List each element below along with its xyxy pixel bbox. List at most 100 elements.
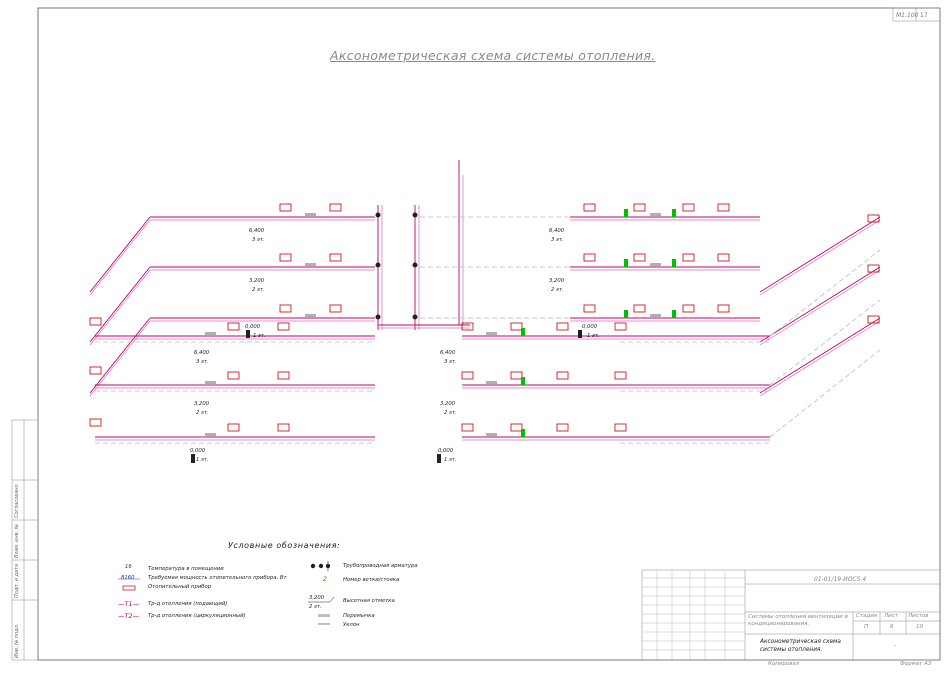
- stamp-drawing-name: Аксонометрическая схема системы отоплени…: [760, 639, 841, 653]
- radiator: [633, 203, 646, 212]
- radiator: [867, 214, 880, 223]
- radiator: [89, 366, 102, 375]
- legend-elev-sample: 3,200: [309, 595, 325, 601]
- floor-label: 1 эт.: [196, 457, 209, 463]
- side-stamp: [11, 419, 39, 661]
- elev-marker: [246, 330, 250, 338]
- elev-label: 3,200: [549, 278, 565, 284]
- radiator: [510, 371, 523, 380]
- valve-icon: [375, 314, 381, 320]
- slope-mark: [486, 332, 497, 335]
- floor-label: 1 эт.: [253, 333, 266, 339]
- radiator: [227, 423, 240, 432]
- scale-box: [892, 7, 941, 22]
- valve-icon: [412, 212, 418, 218]
- diag-pipe-return: [759, 320, 881, 397]
- slope-mark: [205, 332, 216, 335]
- legend-riser: Номер ветки/стояка: [343, 577, 400, 583]
- diag-pipe-return: [759, 269, 881, 346]
- radiator: [717, 304, 730, 313]
- radiator: [614, 322, 627, 331]
- slope-mark: [305, 263, 316, 266]
- radiator: [583, 304, 596, 313]
- legend-temp-sample: 16: [125, 564, 132, 570]
- diag-pipe-return: [759, 219, 881, 296]
- radiator: [682, 203, 695, 212]
- elev-label: 3,200: [194, 401, 210, 407]
- radiator: [717, 203, 730, 212]
- floor-label: 2 эт.: [196, 410, 209, 416]
- valve-icon: [412, 314, 418, 320]
- side-stamp-inv: Инв. № подл.: [14, 623, 20, 659]
- radiator: [867, 315, 880, 324]
- radiator: [717, 253, 730, 262]
- legend-device: Отопительный прибор: [148, 584, 212, 590]
- sheet-number: 17: [920, 12, 928, 19]
- radiator: [227, 371, 240, 380]
- hidden-pipe: [769, 299, 881, 386]
- stamp-sheet: 6: [890, 624, 894, 630]
- slope-mark: [305, 314, 316, 317]
- branch-node: [521, 377, 525, 385]
- stamp-stage: П: [864, 624, 869, 630]
- heating-schematic: [89, 160, 881, 463]
- side-stamp-sign: Подп. и дата: [14, 563, 20, 598]
- elev-label: 0,000: [438, 448, 454, 454]
- radiator: [614, 423, 627, 432]
- elev-label: 0,000: [582, 324, 598, 330]
- floor-label: 3 эт.: [444, 359, 457, 365]
- slope-mark: [305, 213, 316, 216]
- floor-label: 3 эт.: [252, 237, 265, 243]
- valve-icon: [375, 212, 381, 218]
- scale-label: М1:100: [896, 12, 919, 19]
- branch-node: [624, 209, 628, 217]
- legend-symbols: [118, 561, 335, 625]
- elev-label: 0,000: [245, 324, 261, 330]
- floor-label: 3 эт.: [551, 237, 564, 243]
- stamp-copied: Копировал: [768, 661, 800, 667]
- side-stamp-replace: Взам. инв. №: [14, 524, 20, 558]
- side-stamp-agreed: Согласовано: [14, 484, 20, 518]
- diag-pipe-return: [89, 320, 151, 397]
- stamp-sheet-header: Лист: [884, 613, 898, 619]
- stamp-stage-header: Стадия: [856, 613, 878, 619]
- radiator: [461, 322, 474, 331]
- slope-mark: [650, 314, 661, 317]
- radiator: [867, 264, 880, 273]
- title-block-grid: [642, 570, 745, 660]
- legend-power-sample: 8160: [121, 575, 135, 581]
- radiator: [583, 203, 596, 212]
- radiator: [556, 423, 569, 432]
- valve-icon: [310, 561, 331, 571]
- legend-riser-sample: 2: [323, 576, 327, 583]
- floor-label: 3 эт.: [196, 359, 209, 365]
- diag-pipe: [759, 317, 881, 394]
- elev-label: 6,400: [440, 350, 456, 356]
- branch-node: [521, 429, 525, 437]
- radiator: [279, 304, 292, 313]
- valve-icon: [412, 262, 418, 268]
- radiator: [329, 253, 342, 262]
- legend-elev-floor: 2 эт.: [309, 604, 322, 610]
- floor-label: 2 эт.: [444, 410, 457, 416]
- diag-pipe: [89, 216, 151, 293]
- stamp-dash: -: [894, 643, 896, 649]
- legend-valves: Трубопроводная арматура: [343, 563, 418, 569]
- diag-pipe-return: [89, 219, 151, 296]
- branch-node: [672, 310, 676, 318]
- radiator: [510, 423, 523, 432]
- radiator: [227, 322, 240, 331]
- radiator: [633, 304, 646, 313]
- floor-label: 2 эт.: [551, 287, 564, 293]
- radiator: [556, 322, 569, 331]
- sheet-frame: [37, 7, 941, 661]
- radiator: [461, 371, 474, 380]
- elev-marker: [437, 454, 441, 463]
- branch-node: [521, 328, 525, 336]
- slope-mark: [486, 381, 497, 384]
- floor-label: 1 эт.: [444, 457, 457, 463]
- elev-marker: [191, 454, 195, 463]
- hidden-pipe: [769, 249, 881, 337]
- radiator: [89, 317, 102, 326]
